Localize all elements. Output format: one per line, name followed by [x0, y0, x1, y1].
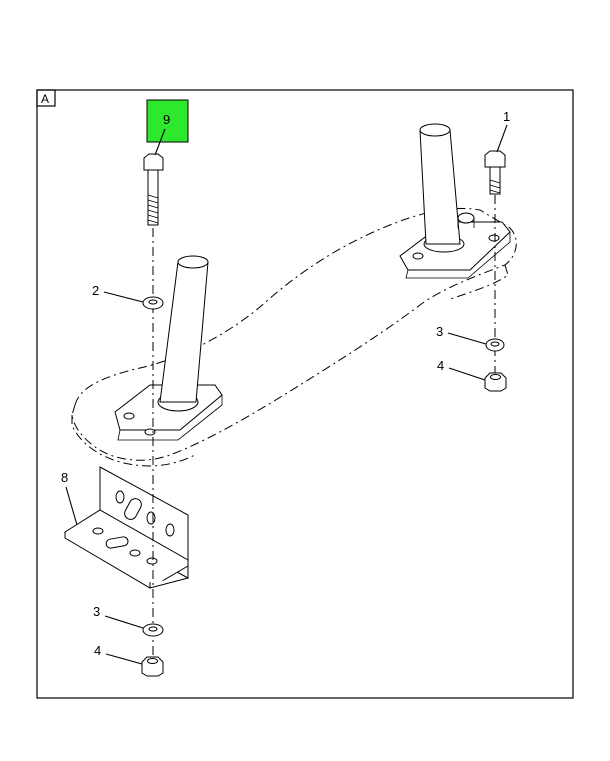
view-label-box — [36, 89, 56, 107]
right-post — [399, 123, 511, 279]
callout-4-lower[interactable]: 4 — [94, 643, 143, 665]
nut-lower-left — [141, 656, 164, 677]
callout-1[interactable]: 1 — [496, 109, 510, 153]
long-bolt — [143, 153, 164, 226]
short-bolt — [484, 150, 506, 195]
callout-3-upper[interactable]: 3 — [436, 324, 487, 345]
svg-text:3: 3 — [436, 324, 443, 339]
callout-3-lower[interactable]: 3 — [93, 604, 144, 629]
svg-text:1: 1 — [503, 109, 510, 124]
nut-right — [484, 372, 507, 392]
callout-8[interactable]: 8 — [61, 470, 78, 526]
svg-text:3: 3 — [93, 604, 100, 619]
washer-lower-left — [142, 623, 164, 637]
svg-text:4: 4 — [94, 643, 101, 658]
svg-text:4: 4 — [437, 358, 444, 373]
left-post — [114, 255, 223, 441]
callout-4-upper[interactable]: 4 — [437, 358, 486, 381]
svg-text:9: 9 — [163, 112, 170, 127]
svg-text:2: 2 — [92, 283, 99, 298]
diagram-frame — [36, 89, 574, 699]
angle-bracket — [64, 466, 190, 589]
callout-2[interactable]: 2 — [92, 283, 144, 303]
mounting-bracket — [71, 207, 517, 467]
washer-upper-left — [142, 296, 164, 310]
callout-9[interactable]: 9 — [146, 99, 189, 156]
svg-text:8: 8 — [61, 470, 68, 485]
washer-right — [485, 338, 505, 352]
view-label: A — [41, 92, 49, 106]
